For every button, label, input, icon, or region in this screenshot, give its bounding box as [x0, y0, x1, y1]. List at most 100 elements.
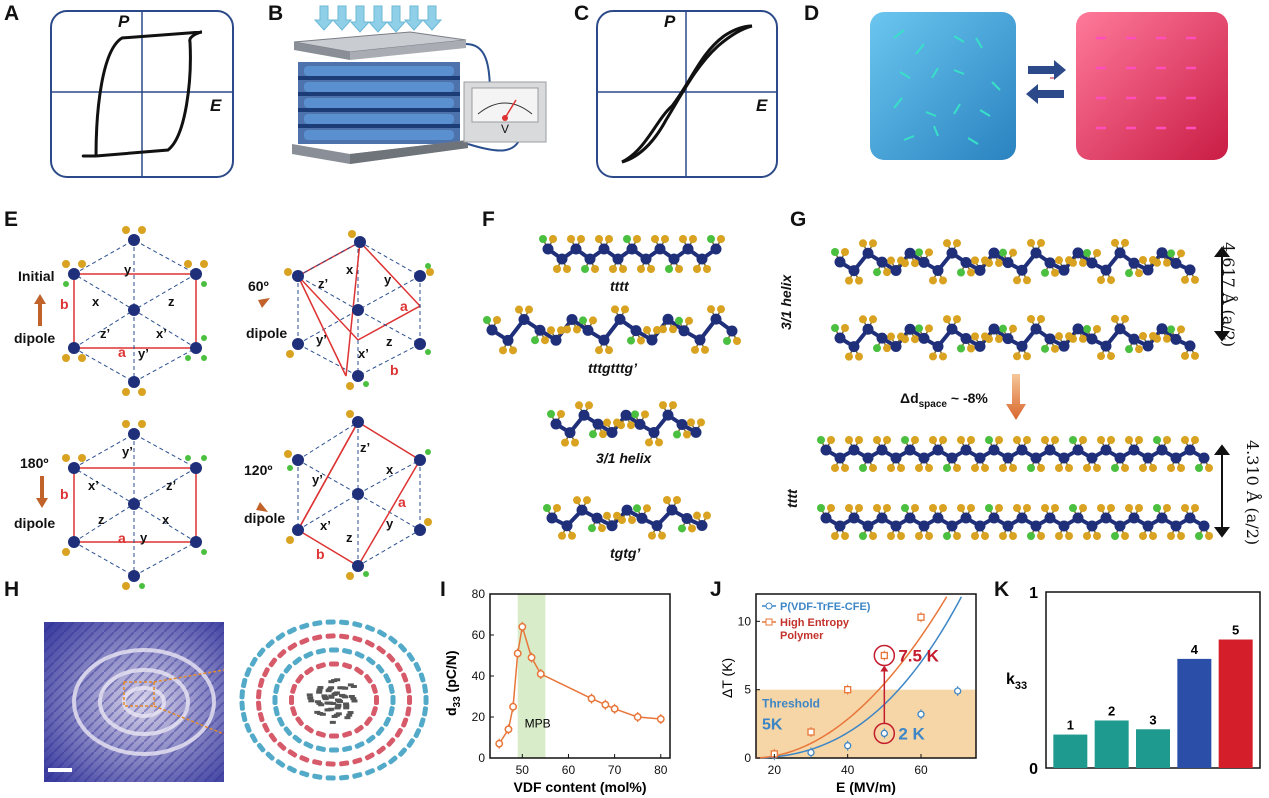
panel-g-delta-val: ~ -8% — [946, 390, 988, 406]
panel-e-z-4: z — [346, 530, 353, 545]
panel-e-180deg: 180º — [20, 455, 49, 471]
panel-label-k: K — [994, 578, 1010, 601]
mpb-label: MPB — [525, 716, 551, 730]
panel-a-e-axis: E — [210, 96, 222, 115]
panel-e-xp-4: x’ — [320, 518, 331, 533]
panel-h-spiral — [239, 619, 429, 781]
bar-label-4: 4 — [1191, 642, 1199, 657]
data-point — [880, 651, 888, 660]
panel-b-meter-label: V — [501, 122, 510, 136]
data-point — [495, 739, 504, 748]
panel-e-dipole-3: dipole — [14, 515, 56, 531]
bar-label-1: 1 — [1067, 718, 1074, 733]
chain-tttt — [539, 235, 725, 273]
panel-e-120deg: 120º — [244, 462, 273, 478]
panel-e-dipole-1: dipole — [14, 330, 56, 346]
data-point — [807, 728, 815, 736]
chain-g-tttt-1 — [817, 436, 1213, 472]
panel-e-y-3: y — [140, 530, 148, 545]
plot-frame — [755, 593, 977, 759]
panel-label-h: H — [4, 578, 20, 601]
panel-c-p-axis: P — [664, 12, 676, 31]
x-axis-label: E (MV/m) — [836, 779, 896, 795]
y-tick-label: 60 — [472, 628, 486, 642]
panel-e-lattices — [34, 226, 434, 590]
fit-line-1 — [755, 596, 948, 759]
y-tick-label: 0 — [744, 751, 751, 765]
panel-e-xp-2: x’ — [358, 346, 369, 361]
annot-circle-2 — [873, 722, 896, 745]
bar-2 — [1094, 720, 1129, 768]
y-tick-label: 0 — [478, 751, 485, 765]
data-point — [527, 653, 536, 662]
panel-e-x-3: x — [162, 512, 170, 527]
y-tick-label: 0 — [1029, 761, 1038, 778]
panel-label-g: G — [790, 208, 807, 231]
annot-circle-1 — [873, 644, 896, 667]
x-tick-label: 70 — [608, 763, 622, 777]
panel-f-tttgtttg: tttgtttg’ — [588, 360, 637, 376]
panel-e-x-4: x — [386, 462, 394, 477]
chain-tttgtttg — [483, 305, 741, 355]
panel-b-device — [292, 5, 547, 164]
bar-3 — [1136, 729, 1170, 768]
legend-marker-2 — [765, 618, 773, 626]
bar-4 — [1177, 658, 1212, 768]
panel-e-b-2: b — [390, 362, 399, 378]
annot-2k: 2 K — [898, 724, 925, 743]
panel-e-b-4: b — [316, 546, 325, 562]
data-point — [518, 622, 527, 631]
x-tick-label: 40 — [841, 763, 855, 777]
y-tick-label: 80 — [472, 587, 486, 601]
annot-arrow-head — [880, 665, 889, 672]
chain-g-tttt-2 — [817, 504, 1213, 540]
data-point — [880, 729, 888, 738]
chain-3-1-helix — [547, 401, 705, 447]
chain-g-helix-2 — [831, 314, 1199, 361]
panel-label-j: J — [710, 578, 722, 601]
annot-7-5k: 7.5 K — [898, 647, 939, 666]
x-tick-label: 20 — [768, 763, 782, 777]
panel-e-zp-2: z’ — [318, 276, 329, 291]
data-point — [536, 670, 545, 678]
panel-e-a-2: a — [400, 298, 408, 314]
panel-f-3-1-helix: 3/1 helix — [596, 450, 652, 466]
panel-e-zp-4: z’ — [360, 440, 371, 455]
panel-e-yp-1: y’ — [138, 346, 149, 361]
x-axis-label: VDF content (mol%) — [514, 779, 647, 795]
y-tick-label: 10 — [738, 614, 752, 628]
data-point — [509, 702, 518, 711]
data-point — [504, 725, 513, 734]
panel-e-z-3: z — [98, 512, 105, 527]
y-tick-label: 20 — [472, 710, 486, 724]
panel-e-z-2: z — [386, 334, 393, 349]
panel-e-z-1: z — [168, 294, 175, 309]
y-axis-label: d33 (pC/N) — [443, 650, 463, 716]
panel-e-y-4: y — [386, 516, 394, 531]
y-tick-label: 40 — [472, 669, 486, 683]
panel-e-b-3: b — [60, 486, 69, 502]
panel-e-a-1: a — [118, 344, 126, 360]
panel-e-a-4: a — [398, 494, 406, 510]
panel-h-micrograph — [44, 622, 225, 782]
panel-g-delta-sub: space — [918, 398, 947, 410]
legend-label-2b: Polymer — [780, 630, 824, 642]
data-point — [807, 748, 815, 757]
panel-e-zp-1: z’ — [100, 326, 111, 341]
panel-c-slim-loop — [596, 10, 778, 178]
panel-e-b-1: b — [60, 296, 69, 312]
y-tick-label: 1 — [1029, 585, 1038, 602]
data-point — [610, 704, 619, 713]
plot-frame — [489, 593, 671, 759]
legend-label-2: High Entropy — [780, 617, 850, 629]
panel-a-p-axis: P — [118, 12, 130, 31]
panel-label-i: I — [440, 578, 446, 601]
panel-f-chains — [483, 235, 741, 540]
panel-f-tgtg: tgtg’ — [610, 545, 641, 561]
bar-label-5: 5 — [1232, 623, 1239, 638]
panel-f-tttt: tttt — [610, 278, 629, 294]
panel-g-chains — [817, 238, 1213, 540]
x-tick-label: 60 — [562, 763, 576, 777]
panel-e-xp-3: x’ — [88, 478, 99, 493]
